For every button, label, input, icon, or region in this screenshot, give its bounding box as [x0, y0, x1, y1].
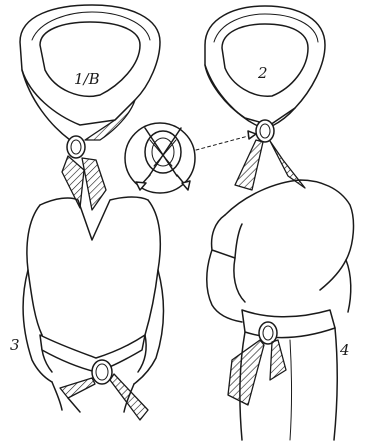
back-outline-4 — [225, 180, 353, 290]
right-arm-3 — [134, 270, 163, 384]
label-step-3: 3 — [10, 336, 20, 354]
scarf-end-right-2 — [270, 141, 305, 188]
trousers-right-4 — [334, 328, 337, 440]
belt-end-right-3 — [110, 374, 148, 420]
step-4-figure: 4 — [207, 180, 354, 440]
left-hand-3 — [52, 382, 62, 410]
scarf-ring-2 — [256, 120, 274, 142]
step-3-figure: 3 — [10, 197, 163, 420]
inset-pointer-line — [196, 135, 252, 150]
scarf-end-right-1 — [82, 158, 106, 210]
belt-end-right-4 — [270, 340, 286, 380]
trousers-seam-4 — [290, 340, 292, 440]
right-side-4 — [346, 260, 351, 312]
shirt-sleeve-4 — [212, 215, 242, 258]
scarf-ring-1 — [67, 136, 85, 158]
label-step-4: 4 — [339, 341, 350, 359]
label-step-2: 2 — [257, 64, 268, 82]
torso-right-3 — [145, 200, 160, 335]
scarf-end-left-1 — [62, 156, 84, 208]
forearm-4 — [234, 258, 245, 302]
belt-end-left-3 — [60, 378, 95, 398]
step-2-figure: 2 — [205, 6, 325, 190]
label-step-1: 1/B — [74, 70, 100, 88]
belt-end-left-4 — [228, 340, 264, 405]
scarf-end-left-2 — [235, 140, 263, 190]
torso-left-3 — [27, 205, 42, 335]
belt-scarf-4 — [242, 310, 335, 338]
